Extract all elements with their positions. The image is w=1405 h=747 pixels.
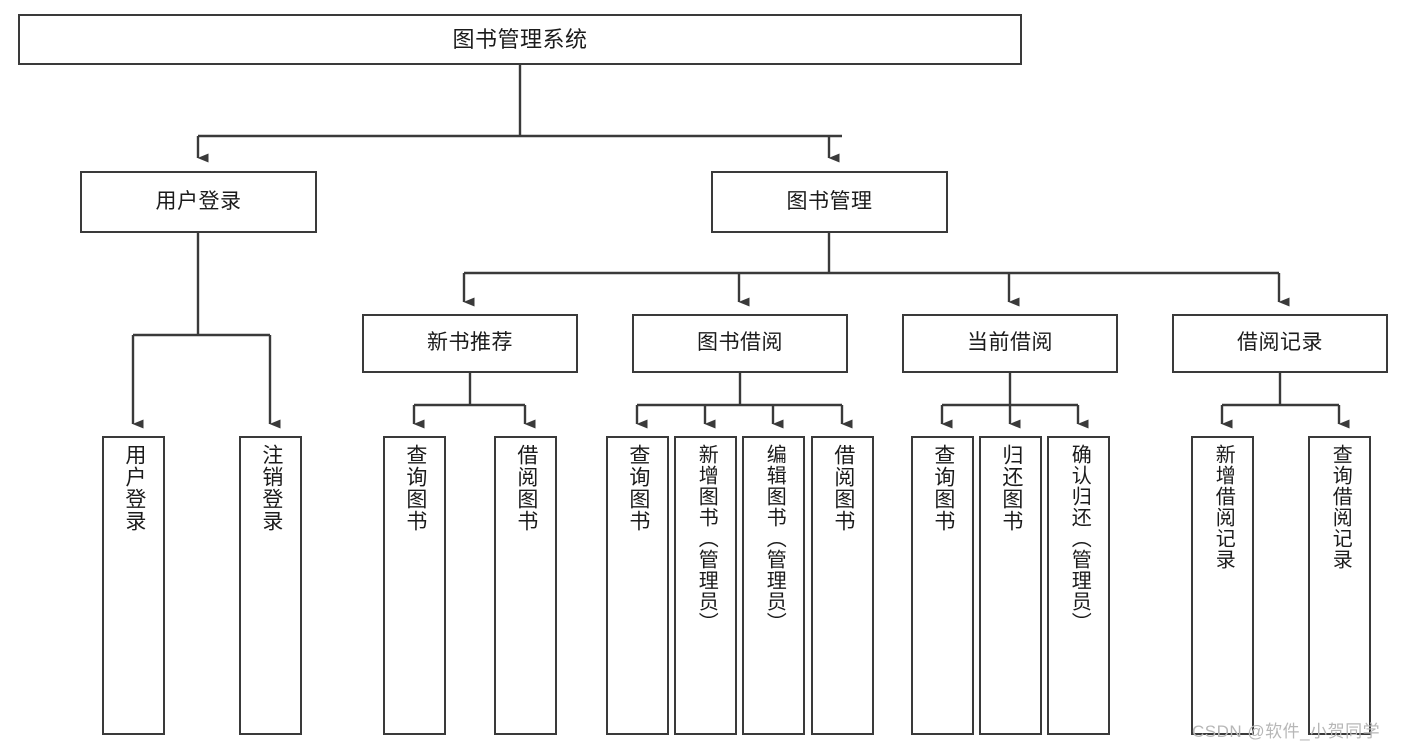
- node-leaf-add-borrow-record[interactable]: 新增借阅记录: [1191, 436, 1254, 735]
- node-label: 注销登录: [259, 444, 283, 532]
- node-label: 查询借阅记录: [1329, 444, 1352, 570]
- node-leaf-query-book-current[interactable]: 查询图书: [911, 436, 974, 735]
- node-leaf-query-book-rec[interactable]: 查询图书: [383, 436, 446, 735]
- node-label: 编辑图书（管理员）: [763, 444, 786, 633]
- node-label: 用户登录: [155, 189, 242, 213]
- node-user-login[interactable]: 用户登录: [80, 171, 317, 233]
- node-label: 确认归还（管理员）: [1068, 444, 1091, 633]
- node-book-borrow[interactable]: 图书借阅: [632, 314, 848, 373]
- node-label: 借阅图书: [514, 444, 538, 532]
- node-leaf-borrow-book-rec[interactable]: 借阅图书: [494, 436, 557, 735]
- node-leaf-borrow-book[interactable]: 借阅图书: [811, 436, 874, 735]
- node-current-borrow[interactable]: 当前借阅: [902, 314, 1118, 373]
- node-leaf-user-login[interactable]: 用户登录: [102, 436, 165, 735]
- node-label: 图书管理: [786, 189, 873, 213]
- node-label: 借阅记录: [1237, 331, 1323, 355]
- node-label: 查询图书: [626, 444, 650, 532]
- node-leaf-query-book-borrow[interactable]: 查询图书: [606, 436, 669, 735]
- node-leaf-edit-book-admin[interactable]: 编辑图书（管理员）: [742, 436, 805, 735]
- node-root-system[interactable]: 图书管理系统: [18, 14, 1022, 65]
- node-new-book-recommend[interactable]: 新书推荐: [362, 314, 578, 373]
- node-borrow-record[interactable]: 借阅记录: [1172, 314, 1388, 373]
- watermark-text: CSDN @软件_小贺同学: [1192, 722, 1381, 741]
- node-label: 图书借阅: [697, 331, 783, 355]
- node-leaf-return-book[interactable]: 归还图书: [979, 436, 1042, 735]
- node-leaf-confirm-return-admin[interactable]: 确认归还（管理员）: [1047, 436, 1110, 735]
- node-leaf-add-book-admin[interactable]: 新增图书（管理员）: [674, 436, 737, 735]
- node-label: 归还图书: [999, 444, 1023, 532]
- node-label: 新增图书（管理员）: [695, 444, 718, 633]
- node-leaf-query-borrow-record[interactable]: 查询借阅记录: [1308, 436, 1371, 735]
- node-label: 查询图书: [403, 444, 427, 532]
- node-label: 新书推荐: [427, 331, 513, 355]
- node-label: 借阅图书: [831, 444, 855, 532]
- node-label: 图书管理系统: [452, 26, 588, 52]
- node-label: 新增借阅记录: [1212, 444, 1235, 570]
- node-label: 查询图书: [931, 444, 955, 532]
- node-book-management[interactable]: 图书管理: [711, 171, 948, 233]
- node-label: 用户登录: [122, 444, 146, 532]
- node-leaf-logout[interactable]: 注销登录: [239, 436, 302, 735]
- node-label: 当前借阅: [967, 331, 1053, 355]
